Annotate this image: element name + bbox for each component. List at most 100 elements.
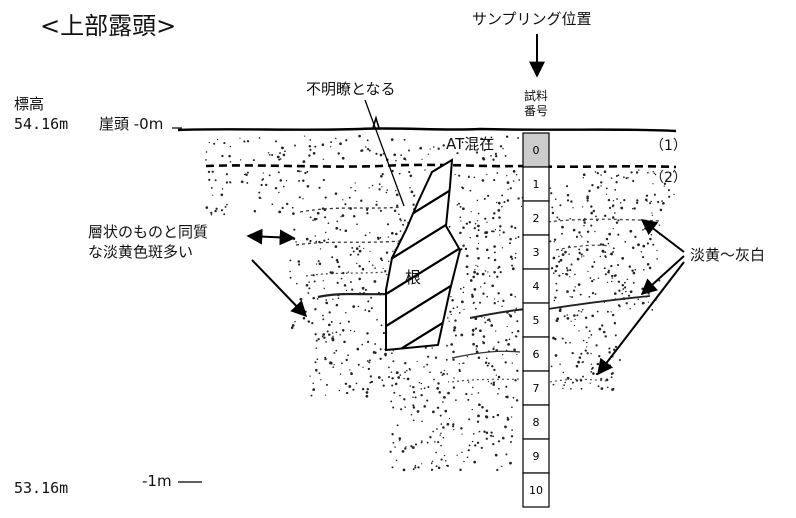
soil-dot — [577, 310, 580, 312]
soil-dot — [486, 173, 488, 176]
soil-dot — [458, 174, 461, 177]
soil-dot — [511, 264, 514, 267]
soil-dot — [261, 179, 264, 181]
soil-dot — [431, 460, 434, 463]
soil-dot — [298, 263, 301, 266]
soil-dot — [477, 224, 480, 228]
soil-dot — [416, 410, 420, 413]
soil-dot — [467, 449, 470, 452]
soil-dot — [302, 160, 306, 164]
laminar-band — [295, 240, 401, 246]
soil-dot — [351, 288, 354, 291]
soil-dot — [386, 223, 390, 226]
soil-dot — [355, 247, 359, 250]
soil-dot — [629, 229, 633, 233]
soil-dot — [455, 399, 457, 401]
soil-dot — [590, 224, 593, 227]
soil-dot — [391, 466, 394, 469]
soil-dot — [328, 333, 331, 336]
soil-dot — [267, 152, 270, 154]
soil-dot — [515, 252, 517, 255]
soil-dot — [358, 265, 361, 268]
soil-dot — [493, 368, 496, 372]
soil-dot — [515, 173, 518, 176]
soil-dot — [376, 236, 380, 239]
soil-dot — [395, 371, 399, 375]
soil-dot — [467, 176, 470, 179]
soil-dot — [335, 303, 339, 307]
soil-dot — [607, 198, 611, 202]
soil-dot — [582, 177, 584, 179]
soil-dot — [628, 265, 632, 268]
soil-dot — [361, 286, 365, 290]
soil-dot — [400, 220, 402, 222]
soil-dot — [365, 146, 367, 148]
soil-dot — [566, 185, 569, 188]
soil-dot — [327, 222, 330, 225]
soil-dot — [487, 139, 490, 143]
soil-dot — [509, 314, 512, 317]
soil-dot — [490, 382, 493, 385]
soil-dot — [366, 340, 370, 344]
soil-dot — [586, 352, 589, 355]
soil-dot — [348, 385, 352, 388]
top-depth-label: 崖頭 -0m — [99, 115, 164, 133]
soil-dot — [613, 348, 616, 351]
soil-dot — [403, 157, 406, 161]
soil-dot — [336, 220, 339, 223]
soil-dot — [345, 139, 348, 142]
soil-dot — [345, 391, 349, 395]
soil-dot — [583, 224, 585, 227]
soil-dot — [505, 453, 508, 456]
soil-dot — [551, 211, 555, 215]
soil-dot — [404, 447, 407, 450]
soil-dot — [621, 284, 625, 287]
soil-dot — [617, 233, 620, 236]
soil-dot — [395, 193, 399, 197]
soil-dot — [336, 260, 339, 264]
soil-dot — [605, 256, 607, 259]
soil-dot — [485, 409, 489, 413]
soil-dot — [571, 351, 574, 355]
soil-dot — [610, 280, 613, 283]
soil-dot — [521, 205, 523, 207]
soil-dot — [370, 307, 373, 310]
soil-dot — [381, 259, 383, 262]
soil-dot — [573, 289, 576, 292]
soil-dot — [387, 260, 390, 263]
soil-dot — [292, 212, 295, 215]
soil-dot — [558, 260, 561, 263]
soil-dot — [606, 281, 609, 283]
soil-dot — [576, 257, 580, 261]
soil-dot — [400, 154, 403, 156]
soil-dot — [571, 296, 574, 298]
soil-dot — [478, 403, 481, 407]
soil-dot — [492, 381, 496, 384]
right-note: 淡黄～灰白 — [690, 246, 766, 264]
soil-dot — [577, 360, 580, 364]
soil-dot — [394, 446, 396, 448]
soil-dot — [637, 243, 640, 247]
soil-dot — [484, 415, 488, 418]
soil-dot — [333, 364, 335, 366]
soil-dot — [517, 197, 520, 200]
soil-dot — [476, 420, 480, 423]
soil-dot — [485, 248, 489, 252]
soil-dot — [651, 309, 654, 311]
soil-dot — [514, 379, 517, 382]
soil-dot — [339, 322, 342, 325]
soil-dot — [434, 441, 436, 443]
soil-dot — [499, 234, 501, 236]
soil-dot — [325, 341, 327, 343]
soil-dot — [617, 219, 620, 222]
soil-dot — [463, 362, 465, 364]
soil-dot — [619, 305, 621, 308]
soil-dot — [347, 354, 349, 357]
sample-cell — [522, 302, 550, 338]
soil-dot — [205, 159, 207, 161]
soil-dot — [516, 330, 520, 333]
soil-dot — [445, 460, 447, 462]
soil-dot — [368, 309, 371, 313]
soil-dot — [382, 267, 384, 269]
soil-dot — [437, 466, 441, 470]
